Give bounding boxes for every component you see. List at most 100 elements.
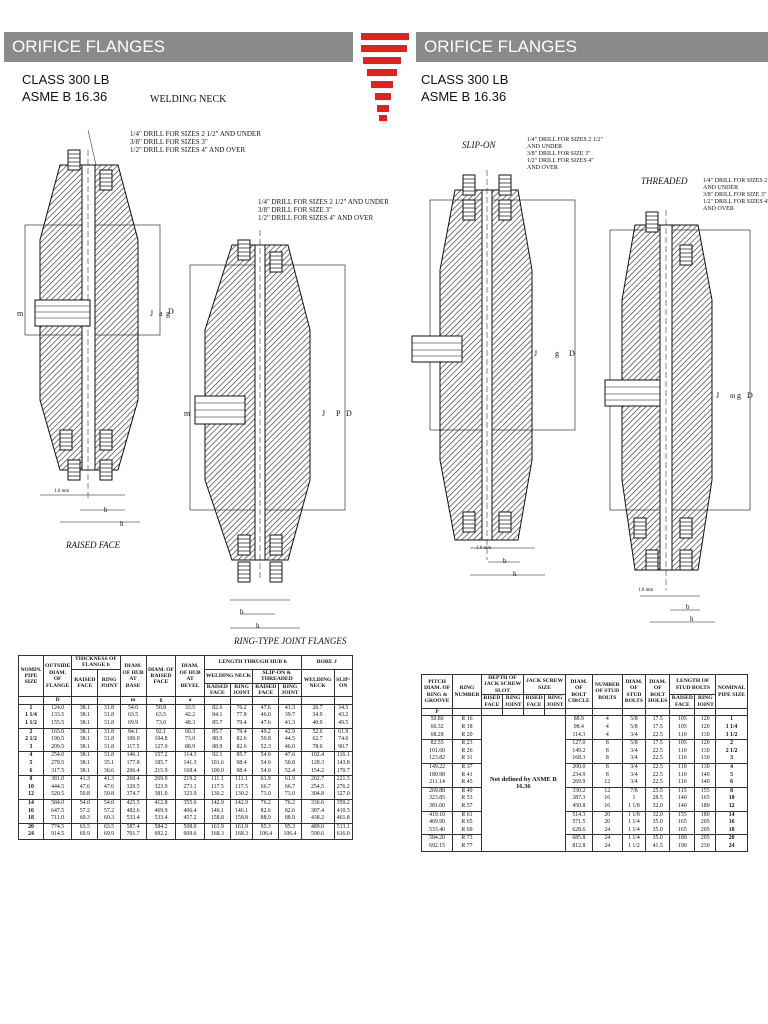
cell-od: 124.0 133.5 155.5 — [42, 703, 73, 729]
cell-nominal: 20 24 — [715, 834, 748, 852]
cell-num-bolts: 20 20 24 — [591, 810, 623, 836]
cell-hub: 587.4 701.7 — [119, 822, 147, 840]
th-wn-rj: RING JOINT — [229, 682, 254, 698]
th-sym-m: m — [119, 696, 147, 705]
cell-pitch: 82.55 101.60 123.82 — [420, 739, 454, 764]
cell-rj: 31.8 31.8 31.8 — [97, 727, 121, 753]
th-thickness: THICKNESS OF FLANGE b — [71, 655, 121, 670]
right-caption-threaded: THREADED — [641, 176, 688, 186]
cell-bolt-holes: 17.5 22.5 22.5 — [645, 739, 671, 764]
cell-rf: 41.3 47.6 50.8 — [71, 775, 99, 800]
th-jack-rf: RISED FACE — [523, 694, 546, 710]
th-depth-jack: DEPTH OF JACK SCREW SLOT — [480, 673, 525, 696]
cell-sorf: 49.2 50.8 52.3 — [252, 727, 280, 753]
cell-bolt-circle: 514.3 571.5 628.6 — [564, 810, 593, 836]
th-welding-neck: WELDING NECK — [203, 668, 254, 684]
cell-rj: 31.8 35.1 36.6 — [97, 751, 121, 777]
cell-bwn: 102.4 128.3 154.2 — [300, 751, 335, 777]
cell-len-rf: 180 190 — [669, 834, 696, 852]
cell-bwn: 489.0 590.6 — [300, 822, 335, 840]
cell-hub: 260.4 320.5 374.7 — [119, 775, 147, 800]
right-dim-h: h — [513, 570, 517, 578]
cell-sorf: 54.0 54.0 54.0 — [252, 751, 280, 777]
th-raised-face-diam: DIAM. OF RAISED FACE — [145, 654, 177, 698]
right-dim-g: g — [555, 349, 559, 358]
cell-bevel: 114.3 141.3 168.4 — [175, 751, 205, 777]
cell-size: 14 16 18 — [18, 798, 44, 824]
company-logo — [361, 33, 409, 121]
cell-num-bolts: 12 16 16 — [591, 786, 623, 812]
cell-bso: 221.5 276.2 327.0 — [333, 775, 353, 800]
th-jack-size: JACK SCREW SIZE — [523, 673, 566, 696]
cell-wnrj: 76.2 77.8 79.4 — [229, 703, 254, 729]
cell-pitch: 149.22 180.98 211.14 — [420, 763, 454, 788]
left-dim-a: a — [159, 309, 163, 318]
left-dim-h2: h — [256, 622, 260, 630]
cell-diam-bolts: 7/8 1 1 1/8 — [621, 786, 647, 812]
cell-od: 254.0 279.5 317.5 — [42, 751, 73, 777]
left-standard: ASME B 16.36 — [22, 89, 108, 104]
left-dim-mm: 1.6 mm — [54, 489, 70, 494]
cell-num-bolts: 8 8 12 — [591, 763, 623, 788]
cell-wnrf: 161.9 168.3 — [203, 822, 231, 840]
cell-rf: 38.1 38.1 38.1 — [71, 703, 99, 729]
left-dim-g: g — [166, 309, 170, 318]
cell-len-rj: 130 140 140 — [694, 763, 717, 788]
cell-num-bolts: 4 4 4 — [591, 715, 623, 741]
cell-od: 584.0 647.5 711.0 — [42, 798, 73, 824]
cell-wnrj: 111.1 117.5 130.2 — [229, 775, 254, 800]
cell-rface: 412.8 469.9 533.4 — [145, 798, 177, 824]
cell-hub: 84.1 100.0 117.5 — [119, 727, 147, 753]
cell-len-rf: 105 105 110 — [669, 715, 696, 741]
cell-bolt-circle: 200.0 234.9 269.9 — [564, 763, 593, 788]
right-dim-g2: g — [737, 391, 741, 400]
cell-bevel: 355.6 406.4 457.2 — [175, 798, 205, 824]
drawing-threaded — [604, 210, 751, 623]
right-dim-mm2: 1.6 mm — [638, 588, 654, 593]
cell-nominal: 1 1 1/4 1 1/2 — [715, 715, 748, 741]
th-sym-d: D — [42, 696, 73, 705]
cell-ring: R 37 R 41 R 45 — [452, 763, 482, 788]
cell-len-rf: 115 140 140 — [669, 786, 696, 812]
cell-rface: 157.2 185.7 215.9 — [145, 751, 177, 777]
left-class: CLASS 300 LB — [22, 72, 110, 87]
cell-bevel: 60.3 73.0 88.9 — [175, 727, 205, 753]
cell-wnrf: 82.6 84.1 85.7 — [203, 703, 231, 729]
cell-ring: R 73 R 77 — [452, 834, 482, 852]
left-drill-note-1: 1/4" DRILL FOR SIZES 2 1/2" AND UNDER 3/… — [130, 130, 261, 154]
cell-ring: R 23 R 26 R 31 — [452, 739, 482, 764]
th-so-rf: RAISED FACE — [252, 682, 280, 698]
cell-bso: 34.5 43.2 49.5 — [333, 703, 353, 729]
th-bore-so: SLIP-ON — [333, 668, 353, 698]
right-dim-j2: J — [716, 391, 720, 400]
cell-sorf: 47.6 46.0 47.6 — [252, 703, 280, 729]
cell-nominal: 4 5 6 — [715, 763, 748, 788]
th-jack-rj: RING JOINT — [544, 694, 566, 710]
cell-bolt-holes: 17.5 17.5 22.5 — [645, 715, 671, 741]
cell-sorj: 95.3 106.4 — [278, 822, 302, 840]
cell-sorj: 47.6 50.8 52.4 — [278, 751, 302, 777]
cell-sorf: 95.3 106.4 — [252, 822, 280, 840]
cell-rface: 584.2 692.2 — [145, 822, 177, 840]
cell-bevel: 33.5 42.2 48.3 — [175, 703, 205, 729]
right-drill-note-2: 1/4" DRILL FOR SIZES 2 1/2" AND UNDER 3/… — [703, 178, 768, 212]
cell-wnrf: 142.9 146.1 158.8 — [203, 798, 231, 824]
th-nominal: NOMINAL PIPE SIZE — [715, 673, 748, 710]
th-so-rj: RING JOINT — [278, 682, 302, 698]
th-wn-rf: RAISED FACE — [203, 682, 231, 698]
cell-sorj: 41.3 39.7 41.3 — [278, 703, 302, 729]
th-bore-wn: WELDING NECK — [300, 668, 335, 698]
cell-wnrf: 85.7 88.9 88.9 — [203, 727, 231, 753]
cell-rface: 92.1 104.8 127.0 — [145, 727, 177, 753]
cell-len-rj: 155 165 180 — [694, 786, 717, 812]
cell-ring: R 16 R 18 R 20 — [452, 715, 482, 741]
